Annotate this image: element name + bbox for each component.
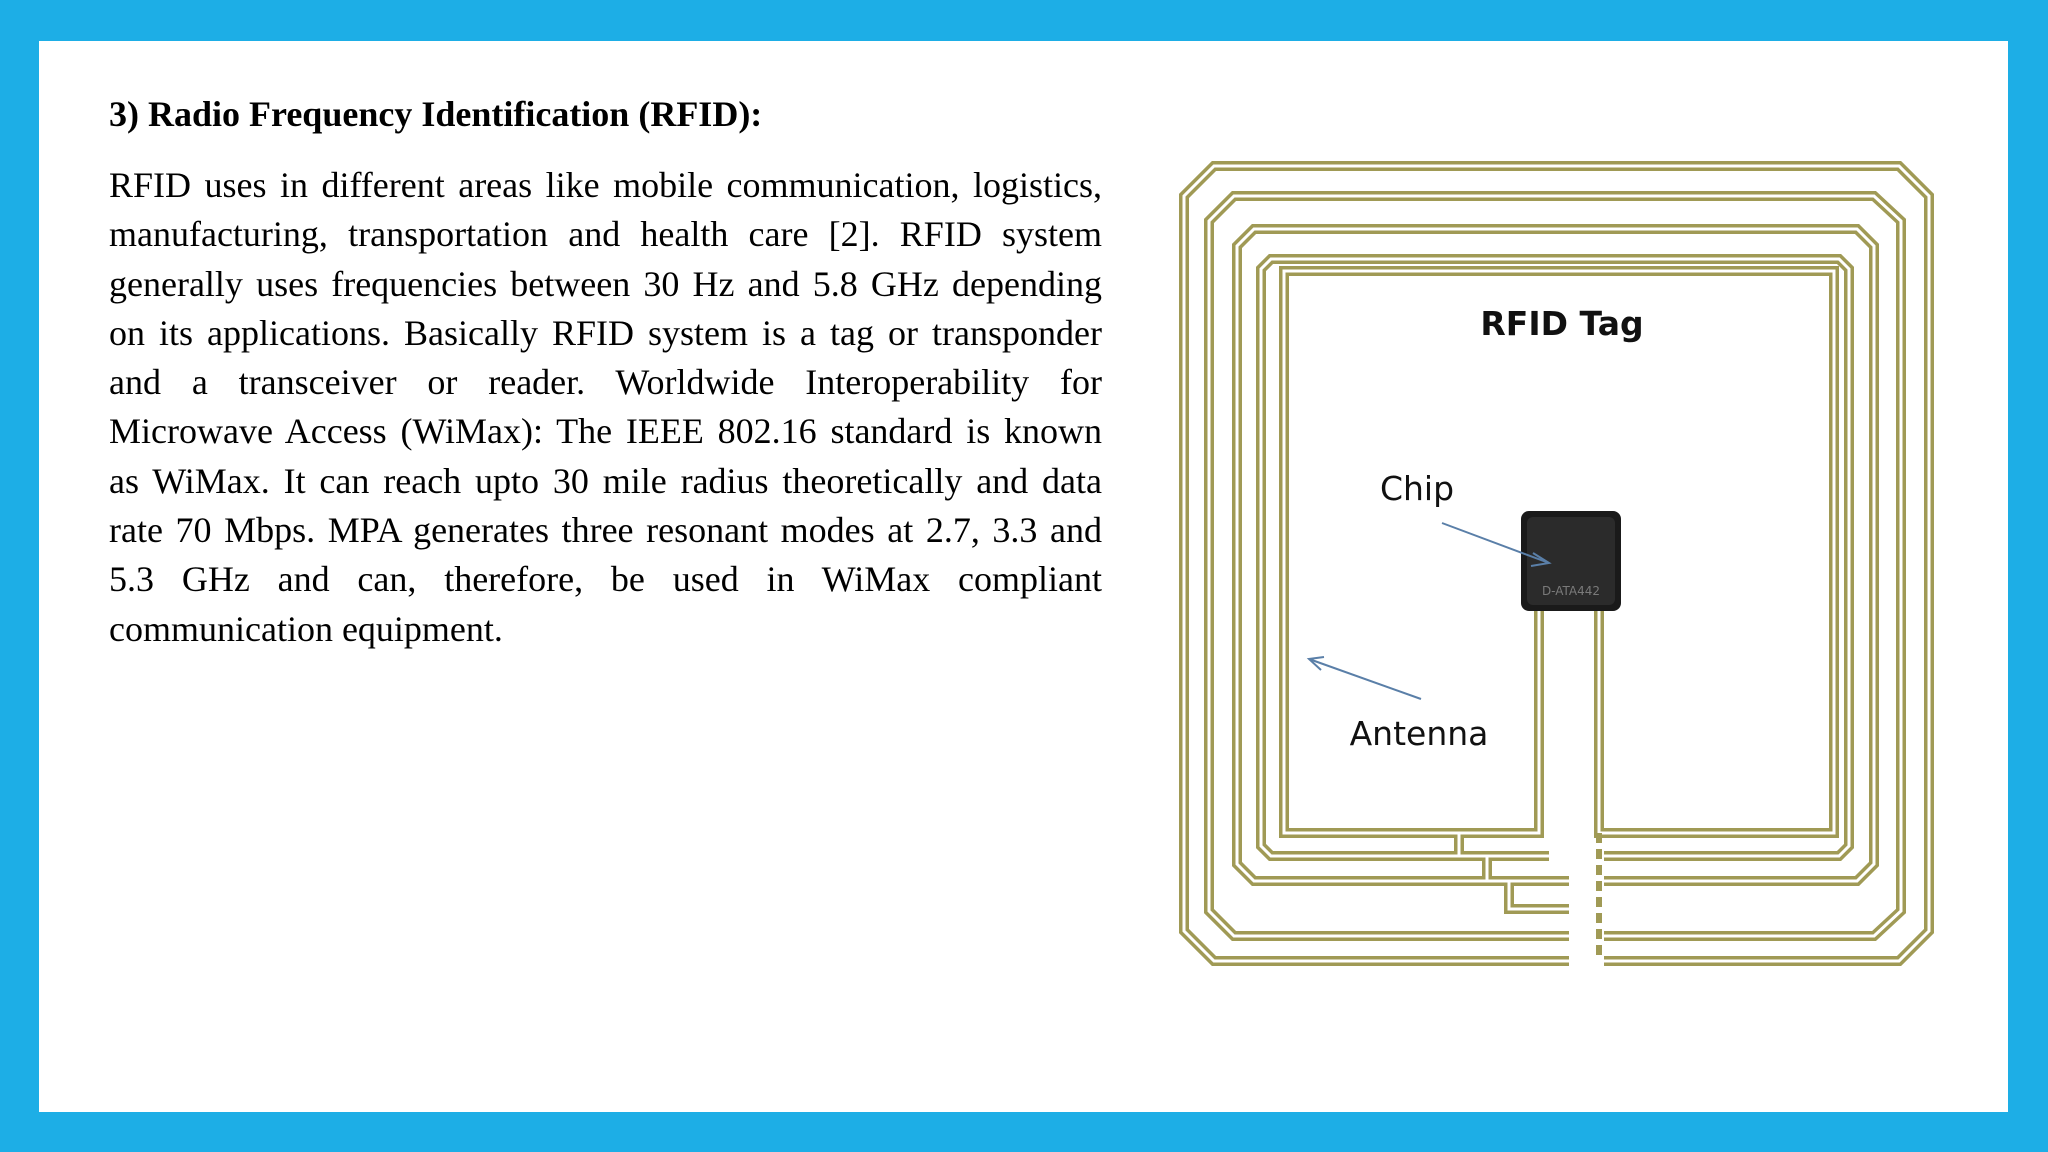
chip-arrow xyxy=(1441,522,1552,567)
chip-marking: D-ATA442 xyxy=(1542,584,1600,598)
antenna-coil xyxy=(1179,161,1934,966)
section-heading: 3) Radio Frequency Identification (RFID)… xyxy=(109,94,763,134)
slide: 3) Radio Frequency Identification (RFID)… xyxy=(39,41,2008,1112)
rfid-tag-figure: D-ATA442 RFID Tag Chip Antenna xyxy=(1139,111,1979,1011)
figure-title: RFID Tag xyxy=(1480,304,1643,343)
body-paragraph: RFID uses in different areas like mobile… xyxy=(109,165,1102,649)
antenna-label: Antenna xyxy=(1350,714,1489,753)
chip: D-ATA442 xyxy=(1521,511,1621,611)
chip-label: Chip xyxy=(1380,469,1454,508)
antenna-arrow xyxy=(1306,656,1422,700)
